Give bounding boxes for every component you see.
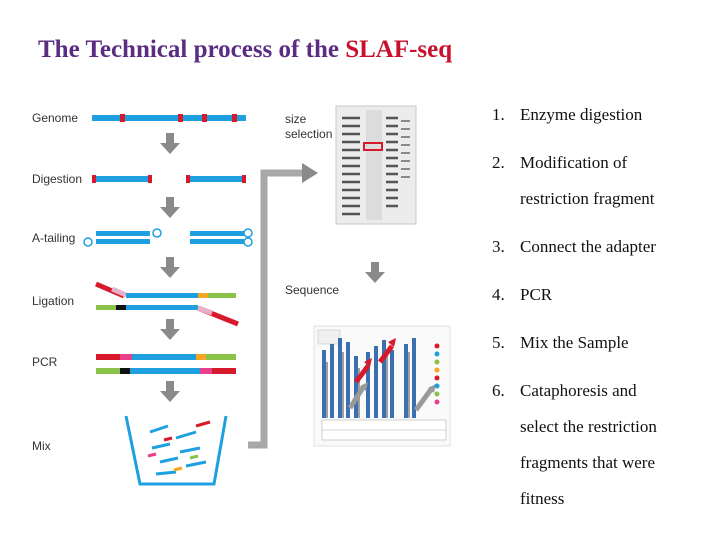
step-6-continued-1: select the restriction (520, 417, 657, 436)
mix-beaker (124, 415, 228, 486)
title-main: The Technical process of the (38, 36, 346, 63)
return-arrow (248, 163, 318, 449)
down-arrow-icon (160, 197, 180, 218)
down-arrow-icon (160, 257, 180, 278)
label-digestion: Digestion (32, 172, 82, 186)
down-arrow-icon (160, 319, 180, 340)
step-number: 3. (492, 237, 505, 256)
step-text: Connect the adapter (520, 237, 656, 256)
step-number: 4. (492, 285, 505, 304)
step-2-continued: restriction fragment (520, 189, 655, 208)
step-5: 5. Mix the Sample (492, 333, 629, 353)
down-arrow-icon (160, 133, 180, 154)
label-genome: Genome (32, 111, 78, 125)
step-2: 2. Modification of (492, 153, 627, 173)
step-6-continued-2: fragments that were (520, 453, 655, 472)
step-6: 6. Cataphoresis and (492, 381, 637, 401)
label-size: size (285, 112, 307, 126)
step-number: 5. (492, 333, 505, 352)
step-3: 3. Connect the adapter (492, 237, 656, 257)
gel-electrophoresis-image (335, 105, 417, 225)
label-a-tailing: A-tailing (32, 231, 75, 245)
step-number: 1. (492, 105, 505, 124)
step-text: PCR (520, 285, 553, 304)
label-selection: selection (285, 127, 332, 141)
step-text: Modification of (520, 153, 628, 172)
right-arrow-icon (302, 163, 318, 183)
step-4: 4. PCR (492, 285, 552, 305)
digestion-fragments (92, 175, 246, 183)
step-text: Cataphoresis and (520, 381, 637, 400)
process-arrows (160, 133, 180, 402)
slide-title: The Technical process of the SLAF-seq (38, 36, 452, 64)
ligation-fragments (95, 281, 239, 327)
a-tailing-fragments (83, 228, 253, 247)
step-text: Mix the Sample (520, 333, 629, 352)
step-text: Enzyme digestion (520, 105, 643, 124)
title-accent: SLAF-seq (345, 36, 453, 63)
pcr-products (96, 354, 236, 374)
sequencing-image (313, 325, 451, 447)
down-arrow-icon (365, 262, 385, 283)
down-arrow-icon (160, 381, 180, 402)
label-sequence: Sequence (285, 283, 339, 297)
genome-strand (92, 114, 246, 122)
step-6-continued-3: fitness (520, 489, 565, 508)
step-number: 6. (492, 381, 505, 400)
label-ligation: Ligation (32, 294, 74, 308)
label-mix: Mix (32, 439, 51, 453)
step-1: 1. Enzyme digestion (492, 105, 642, 125)
label-pcr: PCR (32, 355, 58, 369)
step-number: 2. (492, 153, 505, 172)
